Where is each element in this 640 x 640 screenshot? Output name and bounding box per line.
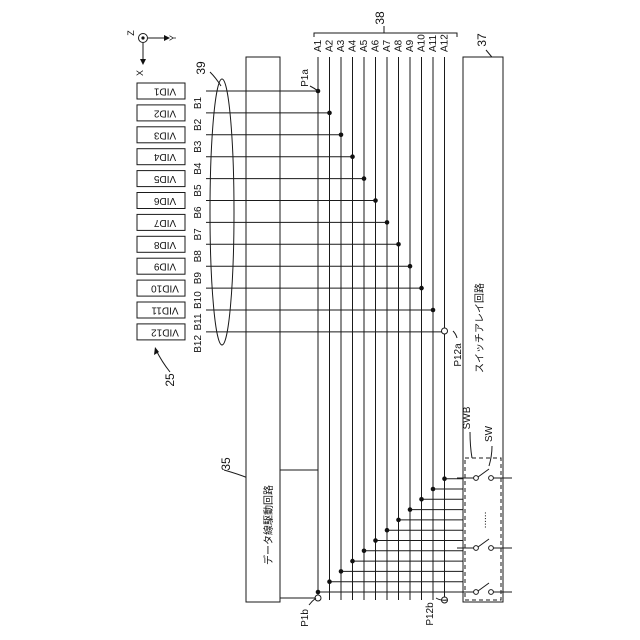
axis-indicator: Z Y X — [126, 30, 178, 76]
a-line-label-3: A3 — [336, 39, 347, 52]
ref-switch-array: 37 — [475, 33, 489, 47]
ref-driver: 35 — [219, 457, 233, 471]
junction-fanout-4 — [350, 559, 355, 564]
a-line-label-12: A12 — [440, 34, 451, 52]
switch-contact-b-1 — [489, 476, 494, 481]
b-line-label-6: B6 — [193, 206, 204, 219]
signal-lines: A1A2A3A4A5A6A7A8A9A10A11A12B1B2B3B4B5B6B… — [193, 34, 463, 603]
source-label-4: VID4 — [153, 151, 176, 162]
b-line-label-8: B8 — [193, 250, 204, 263]
switch-array-title: スイッチアレイ回路 — [473, 283, 486, 373]
source-label-2: VID2 — [153, 107, 176, 118]
label-p1a: P1a — [300, 69, 311, 87]
b-line-label-5: B5 — [193, 184, 204, 197]
axis-z-dot — [141, 36, 144, 39]
ref-bundle-leader — [210, 72, 221, 86]
b-line-label-11: B11 — [193, 313, 204, 330]
b-line-label-4: B4 — [193, 162, 204, 175]
source-label-11: VID11 — [151, 305, 178, 316]
ref-sources-leader — [156, 350, 170, 372]
a-line-label-7: A7 — [382, 39, 393, 52]
label-swb: SWB — [462, 406, 473, 429]
junction-fanout-10 — [419, 497, 424, 502]
axis-x-label: X — [135, 70, 145, 76]
b-line-label-7: B7 — [193, 228, 204, 241]
a-line-label-6: A6 — [371, 39, 382, 52]
ref-lines-group: 38 — [373, 11, 387, 25]
source-label-3: VID3 — [153, 129, 176, 140]
source-label-1: VID1 — [153, 86, 176, 97]
data-line-driver-title: データ線駆動回路 — [262, 485, 275, 565]
junction-fanout-5 — [362, 549, 367, 554]
ref-sources: 25 — [163, 373, 177, 387]
source-label-7: VID7 — [153, 217, 176, 228]
junction-fanout-9 — [408, 507, 413, 512]
source-label-6: VID6 — [153, 195, 176, 206]
axis-z-label: Z — [126, 30, 136, 36]
a-line-label-9: A9 — [405, 39, 416, 52]
junction-fanout-7 — [385, 528, 390, 533]
label-p12a-leader — [453, 331, 457, 338]
a-line-label-1: A1 — [313, 39, 324, 52]
junction-b-2 — [327, 111, 332, 116]
junction-fanout-3 — [339, 569, 344, 574]
switch-contact-a-2 — [474, 546, 479, 551]
junction-b-7 — [385, 220, 390, 225]
a-line-label-5: A5 — [359, 39, 370, 52]
a-line-label-8: A8 — [394, 39, 405, 52]
b-line-label-1: B1 — [193, 96, 204, 109]
junction-b-4 — [350, 154, 355, 159]
switch-contact-a-1 — [474, 476, 479, 481]
junction-b-5 — [362, 176, 367, 181]
b-line-label-12: B12 — [193, 335, 204, 353]
junction-b-11 — [431, 308, 436, 313]
video-sources: VID1VID2VID3VID4VID5VID6VID7VID8VID9VID1… — [137, 83, 185, 340]
ref-bundle: 39 — [194, 61, 208, 75]
b-line-label-3: B3 — [193, 140, 204, 153]
switch-ellipsis: ...... — [478, 512, 489, 529]
a-line-label-11: A11 — [428, 35, 439, 52]
junction-b-8 — [396, 242, 401, 247]
junction-fanout-12 — [442, 476, 447, 481]
label-p1b: P1b — [300, 609, 311, 627]
b-line-label-2: B2 — [193, 118, 204, 131]
source-label-10: VID10 — [151, 283, 179, 294]
junction-b-3 — [339, 133, 344, 138]
junction-fanout-8 — [396, 518, 401, 523]
label-sw: SW — [484, 425, 495, 442]
terminal-p12a — [442, 328, 448, 334]
switch-contact-b-3 — [489, 590, 494, 595]
axis-y-label: Y — [168, 35, 178, 41]
source-label-8: VID8 — [153, 239, 176, 250]
b-line-label-9: B9 — [193, 272, 204, 285]
ref-driver-leader — [224, 470, 248, 478]
source-label-9: VID9 — [153, 261, 176, 272]
label-p1a-leader — [310, 86, 318, 91]
junction-fanout-11 — [431, 487, 436, 492]
a-line-label-10: A10 — [417, 34, 428, 52]
switch-contact-b-2 — [489, 546, 494, 551]
a-line-label-2: A2 — [325, 39, 336, 52]
switch-contact-a-3 — [474, 590, 479, 595]
source-label-5: VID5 — [153, 173, 176, 184]
junction-fanout-2 — [327, 579, 332, 584]
a-line-label-4: A4 — [348, 39, 359, 52]
axis-x-arrowhead — [140, 59, 146, 65]
junction-fanout-6 — [373, 538, 378, 543]
junction-b-9 — [408, 264, 413, 269]
junction-b-10 — [419, 286, 424, 291]
label-p12b: P12b — [425, 602, 436, 626]
junction-fanout-1 — [316, 590, 321, 595]
source-label-12: VID12 — [151, 326, 179, 337]
label-p12a: P12a — [453, 343, 464, 367]
junction-b-6 — [373, 198, 378, 203]
label-p1b-leader — [309, 598, 316, 605]
b-line-label-10: B10 — [193, 291, 204, 309]
bundle-ellipse — [210, 79, 234, 345]
